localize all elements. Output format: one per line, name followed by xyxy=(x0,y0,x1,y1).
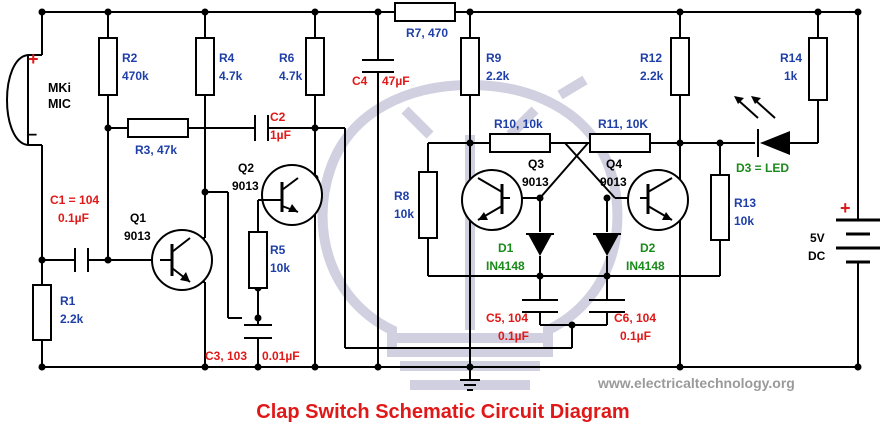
mic-label-1: MKi xyxy=(48,81,71,95)
diode-labels: D1 IN4148 D2 IN4148 D3 = LED xyxy=(486,161,789,273)
capacitor-labels: C1 = 104 0.1µF C2 1µF C3, 103 0.01µF C4 … xyxy=(50,74,656,363)
r6-name: R6 xyxy=(279,51,295,65)
q3-name: Q3 xyxy=(528,157,544,171)
resistor-r1 xyxy=(32,284,52,341)
diode-d1 xyxy=(526,233,554,256)
r9-name: R9 xyxy=(486,51,502,65)
c1-value: 0.1µF xyxy=(58,211,89,225)
resistor-r12 xyxy=(670,37,690,96)
capacitor-c1 xyxy=(74,248,89,272)
r12-value: 2.2k xyxy=(640,69,664,83)
diagram-title: Clap Switch Schematic Circuit Diagram xyxy=(256,401,629,423)
capacitor-c3 xyxy=(244,324,272,339)
r2-name: R2 xyxy=(122,51,138,65)
c3-label: C3, 103 xyxy=(205,349,247,363)
mic-labels: + − MKi MIC xyxy=(28,49,71,144)
d1-part: IN4148 xyxy=(486,259,525,273)
c6-value: 0.1µF xyxy=(620,329,651,343)
q4-name: Q4 xyxy=(606,157,622,171)
mic-minus: − xyxy=(28,127,37,144)
q1-name: Q1 xyxy=(130,211,146,225)
capacitors xyxy=(74,59,625,339)
resistor-r6 xyxy=(305,37,325,96)
r10-label: R10, 10k xyxy=(494,117,543,131)
r1-name: R1 xyxy=(60,294,76,308)
mic-label-2: MIC xyxy=(48,97,71,111)
r4-value: 4.7k xyxy=(219,69,243,83)
d3-label: D3 = LED xyxy=(736,161,789,175)
transistor-q3 xyxy=(461,169,523,231)
mic-plus: + xyxy=(28,49,39,69)
capacitor-c5 xyxy=(522,299,558,313)
q2-part: 9013 xyxy=(232,179,259,193)
r6-value: 4.7k xyxy=(279,69,303,83)
resistor-labels: R1 2.2k R2 470k R3, 47k R4 4.7k R5 10k R… xyxy=(60,26,802,326)
r2-value: 470k xyxy=(122,69,149,83)
supply-plus: + xyxy=(840,198,851,218)
supply-voltage: 5V xyxy=(810,231,825,245)
c1-name: C1 = 104 xyxy=(50,193,99,207)
r7-label: R7, 470 xyxy=(406,26,448,40)
led-d3 xyxy=(734,96,790,157)
c4-value: 47µF xyxy=(382,74,410,88)
resistor-r5 xyxy=(248,231,268,289)
q3-part: 9013 xyxy=(522,175,549,189)
c2-name: C2 xyxy=(270,110,286,124)
q2-name: Q2 xyxy=(238,161,254,175)
r13-name: R13 xyxy=(734,196,756,210)
r14-name: R14 xyxy=(780,51,802,65)
r8-value: 10k xyxy=(394,207,414,221)
r11-label: R11, 10K xyxy=(598,117,648,131)
ground-icon xyxy=(460,379,480,391)
junction-dots xyxy=(38,8,862,371)
q4-part: 9013 xyxy=(600,175,627,189)
transistor-q1 xyxy=(151,229,213,291)
resistor-r10 xyxy=(489,133,551,153)
c3-value: 0.01µF xyxy=(262,349,300,363)
d2-part: IN4148 xyxy=(626,259,665,273)
d1-name: D1 xyxy=(498,241,514,255)
transistor-q2 xyxy=(258,164,323,226)
battery-icon xyxy=(836,218,880,264)
r4-name: R4 xyxy=(219,51,235,65)
r5-value: 10k xyxy=(270,261,290,275)
r13-value: 10k xyxy=(734,214,754,228)
d2-name: D2 xyxy=(640,241,656,255)
r14-value: 1k xyxy=(784,69,798,83)
diode-d2 xyxy=(593,233,621,256)
r9-value: 2.2k xyxy=(486,69,510,83)
transistor-labels: Q1 9013 Q2 9013 Q3 9013 Q4 9013 xyxy=(124,157,627,243)
r12-name: R12 xyxy=(640,51,662,65)
c2-value: 1µF xyxy=(270,128,291,142)
supply-type: DC xyxy=(808,249,826,263)
transistor-q4 xyxy=(627,169,689,231)
capacitor-c4 xyxy=(362,59,394,73)
resistor-r8 xyxy=(418,171,438,239)
c5-value: 0.1µF xyxy=(498,329,529,343)
resistor-r4 xyxy=(195,37,215,96)
resistor-r11 xyxy=(589,133,651,153)
resistors xyxy=(32,2,828,341)
c6-name: C6, 104 xyxy=(614,311,656,325)
microphone-icon xyxy=(6,54,42,146)
q1-part: 9013 xyxy=(124,229,151,243)
capacitor-c6 xyxy=(589,299,625,313)
c5-name: C5, 104 xyxy=(486,311,528,325)
resistor-r2 xyxy=(98,37,118,96)
r3-label: R3, 47k xyxy=(135,143,177,157)
r8-name: R8 xyxy=(394,189,410,203)
c4-name: C4 xyxy=(352,74,368,88)
resistor-r14 xyxy=(808,37,828,101)
supply-labels: + 5V DC xyxy=(808,198,851,263)
capacitor-c2 xyxy=(254,115,269,141)
resistor-r9 xyxy=(460,37,480,96)
resistor-r13 xyxy=(710,174,730,241)
resistor-r7 xyxy=(394,2,456,22)
website-label: www.electricaltechnology.org xyxy=(597,375,795,391)
resistor-r3 xyxy=(127,118,189,138)
r1-value: 2.2k xyxy=(60,312,84,326)
r5-name: R5 xyxy=(270,243,286,257)
